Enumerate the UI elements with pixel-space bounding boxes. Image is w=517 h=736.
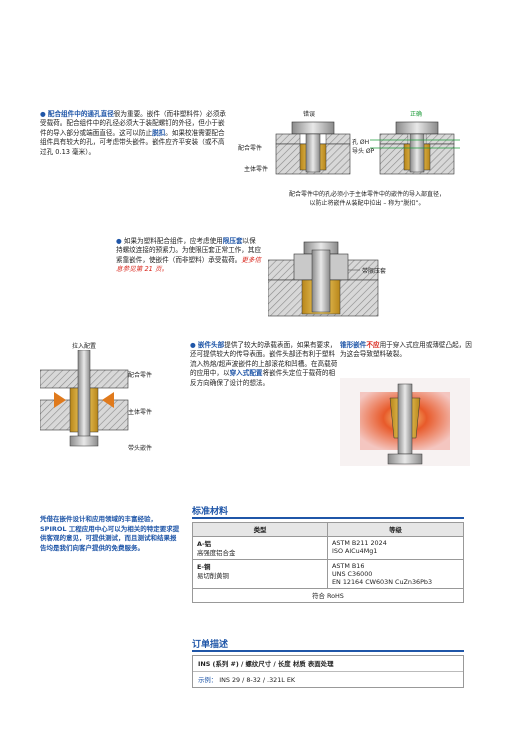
through-hole-paragraph: ● 配合组件中的通孔直径很为重要。嵌件（而非塑料件）必须承受载荷。配合组件中的孔… — [40, 110, 226, 157]
mating-part-label: 配合零件 — [238, 145, 263, 152]
type-desc: 易切削黄铜 — [197, 572, 229, 580]
col-type: 类型 — [192, 522, 328, 537]
right-label: 正确 — [410, 111, 423, 118]
head-paragraph: ● 嵌件头部提供了较大的承载表面，如果有要求，还可提供较大的传导表面。嵌件头部还… — [190, 341, 340, 388]
type-cell: E-铜 易切削黄铜 — [192, 559, 328, 589]
text-run: ● — [116, 237, 124, 245]
grade-line: EN 12164 CW603N CuZn36Pb3 — [332, 578, 433, 586]
pullout-label: 拉入配置 — [72, 343, 97, 350]
grade-line: ISO AlCu4Mg1 — [332, 547, 378, 555]
headed-insert-diagram — [40, 350, 129, 447]
text-run: ● — [190, 341, 198, 349]
text-run: 限压套 — [222, 237, 243, 245]
example-value: INS 29 / 8-32 / .321L EK — [219, 676, 296, 684]
load-arrow-icon — [54, 392, 66, 408]
materials-title: 标准材料 — [192, 507, 229, 517]
text-run: 配合组件中的通孔直径 — [47, 110, 114, 118]
correct-assembly — [370, 121, 460, 175]
text-run: 以保持螺纹连接的预紧力。为使限压套正常工作，其应紧靠嵌件，使嵌件（而非塑料）承受… — [116, 237, 262, 264]
grade-cell: ASTM B211 2024 ISO AlCu4Mg1 — [327, 536, 464, 560]
rohs-cell: 符合 RoHS — [192, 588, 464, 603]
load-arrow-icon — [102, 392, 114, 408]
table-header-row: 类型 等级 — [192, 522, 464, 537]
grade-line: ASTM B211 2024 — [332, 539, 387, 547]
text-run: 提供了较大的承载表面，如果有要求，还可提供较大的传导表面。嵌件头部还有利于塑料流… — [190, 341, 338, 378]
order-rule — [192, 650, 464, 652]
main-part-label-2: 主体零件 — [128, 409, 153, 416]
engineering-sidebar: 凭借在嵌件设计和应用领域的丰富经验，SPIROL 工程应用中心可以为相关的特定要… — [40, 515, 180, 552]
main-part-label: 主体零件 — [244, 166, 269, 173]
text-run: 很为重要。嵌件（而非塑料件）必须承受载荷。配合组件中的孔径必须大于装配螺钉的外径… — [40, 110, 226, 137]
text-run: ● — [40, 110, 48, 118]
headed-insert-label: 带头嵌件 — [128, 445, 153, 452]
text-run: 如果为塑料配合组件，应考虑使用 — [123, 237, 223, 245]
text-run: 将嵌件头定位于载荷的相反方向确保了设计的想法。 — [190, 369, 336, 387]
materials-table: 类型 等级 A-铝 高强度铝合金 ASTM B211 2024 ISO AlCu… — [192, 522, 464, 603]
text-run: 更多信息参见第 21 页。 — [116, 255, 262, 274]
tapered-paragraph: 锥形嵌件不应用于穿入式应用或薄壁凸起，因为这会导致塑料破裂。 — [340, 341, 476, 360]
text-run: 用于穿入式应用或薄壁凸起，因为这会导致塑料破裂。 — [340, 341, 472, 359]
table-row: E-铜 易切削黄铜 ASTM B16 UNS C36000 EN 12164 C… — [192, 559, 464, 589]
caption-line-2: 以防止将嵌件从装配中拉出 – 称为“脱扣”。 — [309, 199, 425, 207]
materials-rule — [192, 517, 464, 519]
table-footer-row: 符合 RoHS — [192, 588, 464, 603]
col-grade: 等级 — [327, 522, 464, 537]
grade-line: UNS C36000 — [332, 570, 373, 578]
text-run: 锥形嵌件 — [340, 341, 367, 349]
type-desc: 高强度铝合金 — [197, 549, 236, 557]
mating-part-label-2: 配合零件 — [128, 372, 153, 379]
text-run: 穿入式配置 — [229, 369, 263, 378]
pilot-label: 导头 ØP — [352, 148, 375, 155]
type-cell: A-铝 高强度铝合金 — [192, 536, 328, 560]
tapered-insert-diagram — [340, 378, 470, 466]
text-run: 。如果校准需要配合组件具有较大的孔，可考虑带头嵌件。嵌件应齐平安装（或不高过孔 … — [40, 128, 225, 156]
grade-cell: ASTM B16 UNS C36000 EN 12164 CW603N CuZn… — [327, 559, 464, 589]
type-code: A-铝 — [197, 540, 211, 548]
sleeve-diagram — [268, 241, 379, 317]
order-example: 示例： INS 29 / 8-32 / .321L EK — [193, 672, 463, 687]
type-code: E-铜 — [197, 563, 211, 571]
grade-line: ASTM B16 — [332, 562, 365, 570]
wrong-assembly — [275, 121, 351, 175]
through-hole-caption: 配合零件中的孔必须小于主体零件中的嵌件的导入部直径， 以防止将嵌件从装配中拉出 … — [262, 191, 472, 208]
through-hole-diagram — [275, 121, 460, 175]
wrong-label: 错误 — [303, 111, 316, 118]
text-run: 不应 — [366, 341, 380, 349]
text-run: 脱扣 — [152, 128, 166, 137]
order-title: 订单描述 — [192, 640, 229, 650]
sleeve-label: 带限压套 — [362, 268, 387, 275]
hole-label: 孔 ØH — [352, 139, 370, 146]
order-box: INS (系列 #) / 螺纹尺寸 / 长度 材质 表面处理 示例： INS 2… — [192, 655, 464, 688]
example-label: 示例： — [198, 676, 218, 684]
text-run: 嵌件头部 — [197, 341, 225, 349]
table-row: A-铝 高强度铝合金 ASTM B211 2024 ISO AlCu4Mg1 — [192, 536, 464, 560]
sleeve-paragraph: ● 如果为塑料配合组件，应考虑使用限压套以保持螺纹连接的预紧力。为使限压套正常工… — [116, 237, 262, 275]
order-format: INS (系列 #) / 螺纹尺寸 / 长度 材质 表面处理 — [193, 656, 463, 672]
caption-line-1: 配合零件中的孔必须小于主体零件中的嵌件的导入部直径， — [288, 191, 445, 198]
